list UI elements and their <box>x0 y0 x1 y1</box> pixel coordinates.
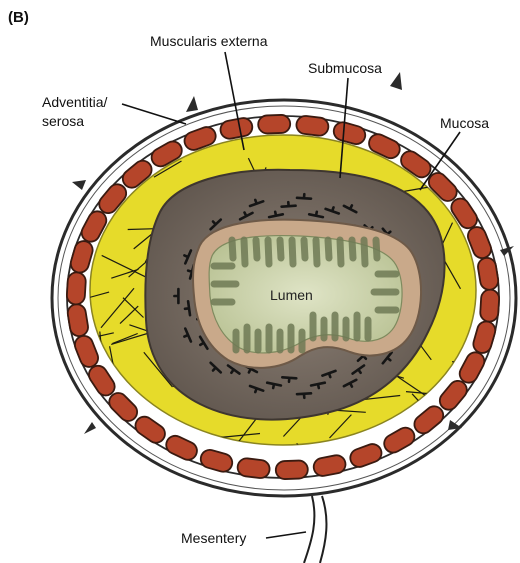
mesentery-leader <box>266 532 306 538</box>
label-adventitia-line2: serosa <box>42 113 84 129</box>
villus <box>280 240 281 258</box>
villus <box>256 240 257 258</box>
label-adventitia-line1: Adventitia/ <box>42 94 107 110</box>
adventitia-leader <box>122 104 186 124</box>
label-muscularis-externa: Muscularis externa <box>150 33 268 49</box>
villus <box>244 240 245 264</box>
muscle-cell <box>258 115 291 134</box>
label-mesentery: Mesentery <box>181 530 246 546</box>
villus <box>328 240 329 258</box>
muscle-cell <box>295 115 329 137</box>
villus <box>316 240 317 264</box>
muscle-cell <box>237 457 271 479</box>
villus <box>352 240 353 258</box>
muscle-cell <box>275 460 308 479</box>
panel-label: (B) <box>8 9 29 26</box>
submucosa-fiber <box>128 229 156 230</box>
label-submucosa: Submucosa <box>308 60 382 76</box>
villus <box>232 240 233 258</box>
muscle-cell <box>480 289 500 322</box>
villus <box>340 240 341 264</box>
label-mucosa: Mucosa <box>440 115 489 131</box>
label-lumen: Lumen <box>270 287 313 303</box>
villus <box>268 240 269 264</box>
villus <box>364 240 365 264</box>
villus <box>376 240 377 258</box>
villus <box>292 240 293 264</box>
mesentery <box>304 496 326 563</box>
muscle-cell <box>66 272 86 305</box>
villus <box>304 240 305 258</box>
